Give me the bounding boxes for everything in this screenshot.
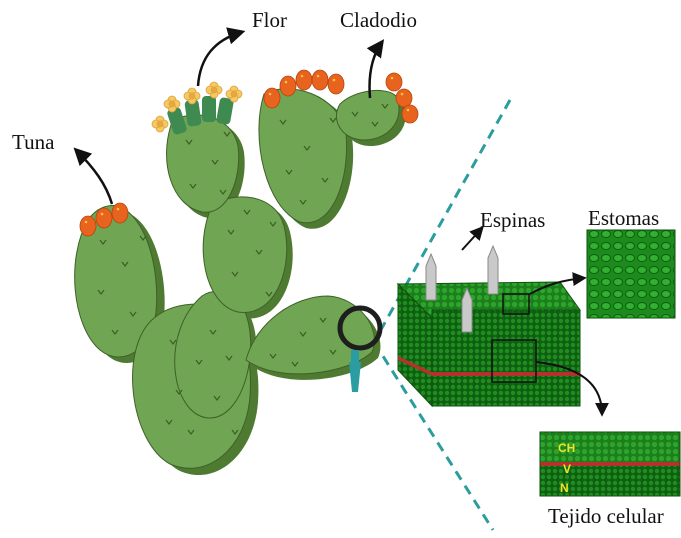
label-espinas: Espinas [480,210,545,231]
tissue-block [398,246,580,406]
tissue-label-n: N [560,481,569,495]
stomata-panel [587,230,675,318]
tissue-label-v: V [563,462,571,476]
arrow-espinas [462,228,482,250]
arrow-flor [198,32,242,86]
label-tuna: Tuna [12,132,54,153]
arrow-tuna [76,150,112,204]
label-flor: Flor [252,10,287,31]
label-tejido-celular: Tejido celular [548,506,664,527]
label-estomas: Estomas [588,208,659,229]
label-cladodio: Cladodio [340,10,417,31]
pad-top-right [259,89,347,223]
pad-middle [203,197,287,313]
tissue-label-ch: CH [558,441,575,455]
arrow-cladodio [370,42,383,98]
cactus-illustration [75,70,418,475]
tissue-panel: CH V N [540,432,680,496]
